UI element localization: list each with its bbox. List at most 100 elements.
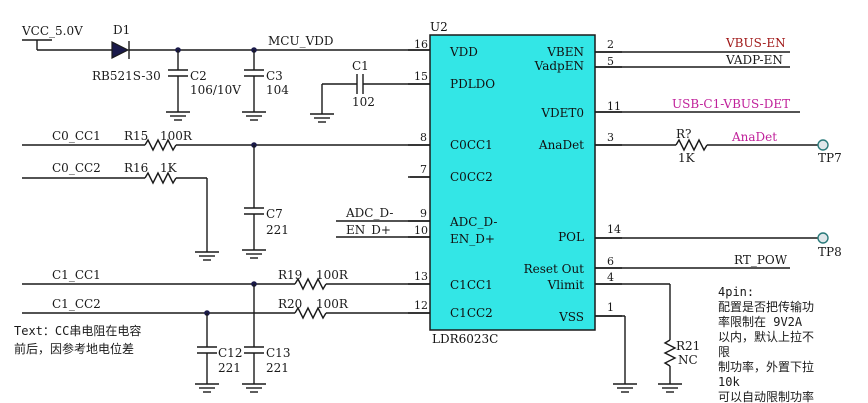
net-c1-cc1: C1_CC1 R19 100R [22,268,430,291]
pin-name-c1cc2: C1CC2 [450,306,493,320]
ground-symbol [242,383,266,393]
vadp-en-label: VADP-EN [725,53,783,67]
ic-left-pins: 16 15 8 7 9 10 13 12 [414,38,428,312]
ground-symbol [613,383,637,393]
capacitor-c3: C3 104 [244,47,289,112]
c0-cc1-label: C0_CC1 [52,129,101,143]
right-note-line: 4pin: [718,285,754,299]
usb-det-label: USB-C1-VBUS-DET [672,97,790,111]
net-anadet: R? 1K AnaDet TP7 [595,127,842,165]
r20-value: 100R [316,297,349,311]
pin-name-pol: POL [558,230,584,244]
right-note-line: 配置是否把传输功 [718,299,814,314]
rq-ref: R? [676,127,691,141]
pin-num-11: 11 [607,100,621,113]
c13-value: 221 [266,361,289,375]
pin-name-adc: ADC_D- [449,215,497,229]
mcu-vdd-label: MCU_VDD [268,34,334,48]
r16-ref: R16 [124,161,148,175]
ic-u2-body [429,34,596,331]
pin-num-6: 6 [607,255,614,268]
pin-name-anadet: AnaDet [538,138,584,152]
ground-symbol [195,383,219,393]
adc-label: ADC_D- [345,206,393,220]
rt-pow-label: RT_POW [734,253,788,267]
pin-name-c0cc2: C0CC2 [450,170,493,184]
right-note-line: 率限制在 9V2A [718,314,803,329]
r16-value: 1K [160,161,178,175]
right-note: 4pin: 配置是否把传输功 率限制在 9V2A 以内，默认上拉不 限 制功率，… [718,285,814,403]
net-c1-cc2: C1_CC2 R20 100R [22,297,430,320]
en-label: EN_D+ [346,223,391,237]
ic-ref-label: U2 [430,20,448,34]
capacitor-c12: C12 221 [197,313,242,384]
tp8-label: TP8 [818,245,842,259]
c12-value: 221 [218,361,241,375]
pin-num-8: 8 [420,131,427,144]
pin-name-c1cc1: C1CC1 [450,278,493,292]
vcc-rail: VCC_5.0V [21,24,112,51]
c2-ref: C2 [190,69,207,83]
pin-num-10: 10 [414,224,428,237]
net-vlimit: R21 NC [595,283,700,384]
tp7-label: TP7 [818,151,842,165]
vbus-en-label: VBUS-EN [725,36,786,50]
net-adc-en: ADC_D- EN_D+ [336,206,430,238]
net-c0-cc2: C0_CC2 R16 1K [22,161,208,252]
pin-name-vben: VBEN [546,45,584,59]
r21-ref: R21 [676,339,700,353]
ground-symbol [195,251,219,261]
right-note-line: 可以自动限制功率 [718,389,814,403]
net-vbus-en: VBUS-EN [595,36,790,53]
net-vadp-en: VADP-EN [595,53,790,68]
pin-num-16: 16 [414,38,428,51]
pin-num-15: 15 [414,70,428,83]
pin-name-reset-out: Reset Out [524,262,585,276]
ground-symbol [658,383,682,393]
ic-part-label: LDR6023C [432,332,498,346]
pin-num-7: 7 [420,163,427,176]
pin-num-3: 3 [607,131,614,144]
test-point-tp8 [817,232,829,244]
pin-name-vdet0: VDET0 [540,106,584,120]
right-note-line: 制功率，外置下拉 [718,359,814,374]
c7-value: 221 [266,223,289,237]
ic-right-pins: 2 5 11 3 14 6 4 1 [607,38,621,314]
pin-name-vlimit: Vlimit [547,278,585,292]
pin-name-vadpen: VadpEN [534,59,584,73]
r20-ref: R20 [278,297,302,311]
capacitor-c2: C2 106/10V [168,47,241,112]
c1-cc1-label: C1_CC1 [52,268,101,282]
pin-num-12: 12 [414,299,428,312]
c2-value: 106/10V [190,83,241,97]
net-c0-cc1: C0_CC1 R15 100R [22,129,430,152]
capacitor-c13: C13 221 [244,284,290,384]
net-vss [595,315,626,384]
pin-num-14: 14 [607,223,621,236]
pin-name-vdd: VDD [449,45,478,59]
ground-symbol [310,113,334,123]
diode-d1: D1 RB521S-30 [92,23,161,83]
test-point-tp7 [817,139,829,151]
r21-value: NC [678,353,698,367]
right-note-line: 以内，默认上拉不 [718,329,814,344]
pin-name-pdldo: PDLDO [450,77,495,91]
pin-name-vss: VSS [558,310,584,324]
ground-symbol [166,111,190,121]
pin-num-13: 13 [414,270,428,283]
c1-ref: C1 [352,59,369,73]
c1-value: 102 [352,95,375,109]
right-note-line: 10k [718,375,740,389]
pin-name-en: EN_D+ [450,232,495,246]
net-usb-det: USB-C1-VBUS-DET [595,97,800,113]
c0-cc2-label: C0_CC2 [52,161,101,175]
right-note-line: 限 [718,345,730,359]
r15-value: 100R [160,129,193,143]
left-note-line: Text：CC串电阻在电容 [14,323,141,338]
anadet-label: AnaDet [731,130,777,144]
vcc-label: VCC_5.0V [21,24,83,38]
ground-symbol [242,111,266,121]
c13-ref: C13 [266,346,290,360]
ground-symbol [242,249,266,259]
